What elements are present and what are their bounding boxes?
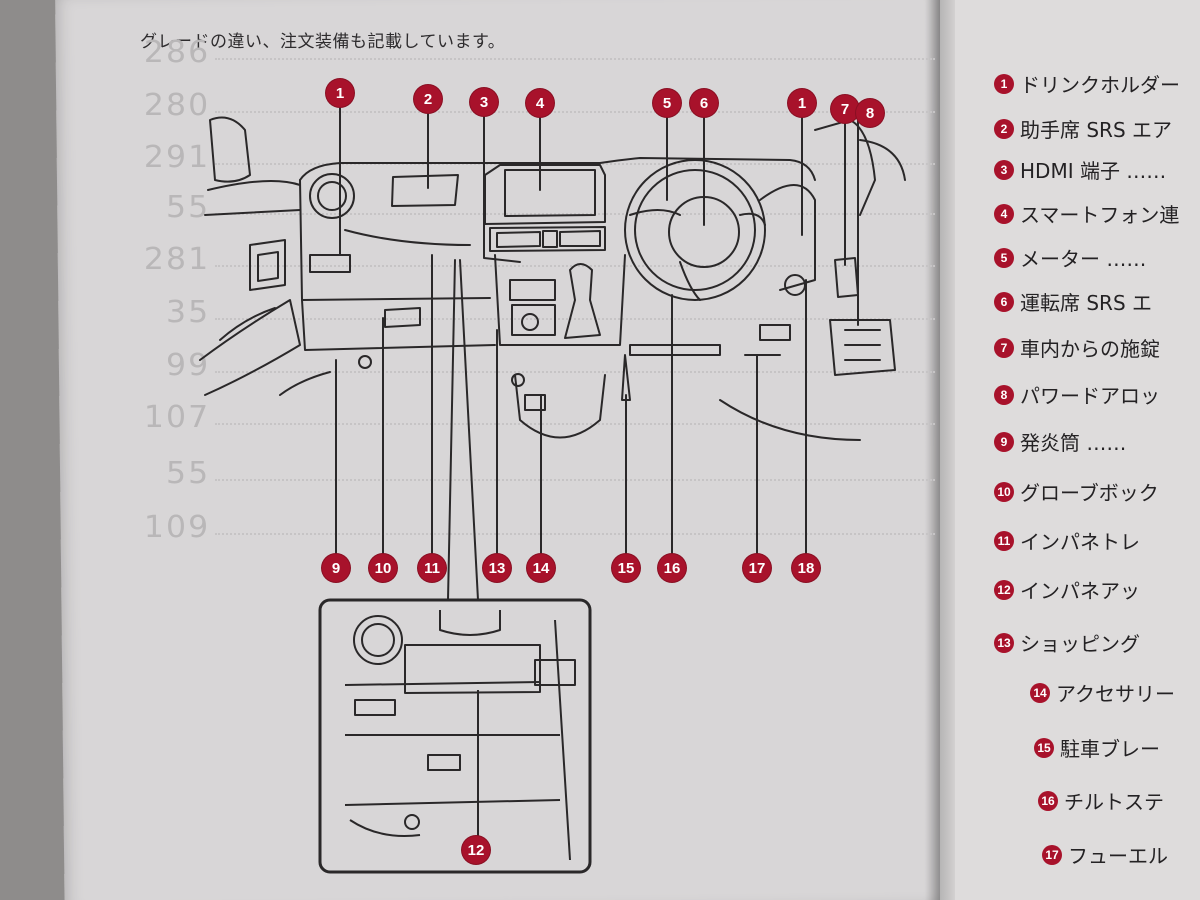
callout-4: 4: [526, 89, 554, 117]
ghost-page-number: 281: [143, 242, 211, 277]
legend-label: メーター ……: [1020, 247, 1147, 271]
callout-1-right: 1: [788, 89, 816, 117]
ghost-leader-line: [215, 318, 935, 320]
legend-label: スマートフォン連: [1020, 203, 1180, 227]
legend-number-badge: 3: [994, 159, 1014, 180]
callout-2: 2: [414, 85, 442, 113]
legend-item: 7 車内からの施錠: [994, 333, 1160, 362]
legend-number-badge: 4: [994, 203, 1014, 224]
legend-label: HDMI 端子 ……: [1020, 159, 1167, 183]
ghost-page-number: 99: [165, 348, 211, 383]
callout-8: 8: [856, 99, 884, 127]
ghost-leader-line: [215, 58, 935, 60]
ghost-leader-line: [215, 479, 935, 481]
ghost-page-number: 35: [165, 295, 211, 330]
legend-item: 3 HDMI 端子 ……: [994, 155, 1166, 184]
ghost-page-number: 55: [165, 456, 211, 491]
legend-number-badge: 14: [1030, 682, 1050, 703]
legend-number-badge: 7: [994, 337, 1014, 358]
ghost-page-number: 109: [143, 510, 211, 545]
ghost-page-number: 107: [143, 400, 211, 435]
legend-item: 8 パワードアロッ: [994, 380, 1160, 409]
callout-6: 6: [690, 89, 718, 117]
callout-14: 14: [527, 554, 555, 582]
ghost-leader-line: [215, 423, 935, 425]
callout-15: 15: [612, 554, 640, 582]
legend-number-badge: 10: [994, 481, 1014, 502]
legend-number-badge: 15: [1034, 737, 1054, 758]
page-gutter: [925, 0, 955, 900]
legend-label: インパネトレ: [1020, 530, 1140, 554]
ghost-leader-line: [215, 111, 935, 113]
right-page: [940, 0, 1200, 900]
ghost-page-number: 286: [143, 35, 211, 70]
legend-label: 運転席 SRS エ: [1020, 291, 1153, 315]
legend-label: アクセサリー: [1056, 682, 1175, 706]
legend-number-badge: 5: [994, 247, 1014, 268]
legend-label: ショッピング: [1020, 632, 1140, 656]
ghost-leader-line: [215, 213, 935, 215]
callout-7: 7: [831, 95, 859, 123]
legend-number-badge: 8: [994, 384, 1014, 405]
legend-label: パワードアロッ: [1020, 384, 1160, 408]
legend-number-badge: 11: [994, 530, 1014, 551]
callout-3: 3: [470, 88, 498, 116]
callout-11: 11: [418, 554, 446, 582]
legend-label: 駐車ブレー: [1060, 737, 1160, 761]
legend-item: 12 インパネアッ: [994, 575, 1140, 604]
legend-item: 15 駐車ブレー: [1034, 733, 1160, 762]
ghost-page-number: 291: [143, 140, 211, 175]
legend-item: 14 アクセサリー: [1030, 678, 1175, 707]
callout-9: 9: [322, 554, 350, 582]
legend-label: グローブボック: [1020, 481, 1159, 505]
legend-number-badge: 1: [994, 73, 1014, 94]
callout-17: 17: [743, 554, 771, 582]
legend-item: 10 グローブボック: [994, 477, 1159, 506]
legend-item: 5 メーター ……: [994, 243, 1146, 272]
callout-10: 10: [369, 554, 397, 582]
legend-number-badge: 13: [994, 632, 1014, 653]
callout-13: 13: [483, 554, 511, 582]
legend-item: 2 助手席 SRS エア: [994, 114, 1172, 143]
page-header-text: グレードの違い、注文装備も記載しています。: [140, 32, 506, 52]
legend-item: 6 運転席 SRS エ: [994, 287, 1152, 316]
legend-number-badge: 16: [1038, 790, 1058, 811]
legend-item: 11 インパネトレ: [994, 526, 1140, 555]
legend-item: 9 発炎筒 ……: [994, 427, 1126, 456]
legend-item: 16 チルトステ: [1038, 786, 1164, 815]
ghost-page-number: 280: [143, 88, 211, 123]
legend-item: 1 ドリンクホルダー: [994, 69, 1180, 98]
callout-1: 1: [326, 79, 354, 107]
legend-item: 13 ショッピング: [994, 628, 1140, 657]
legend-label: ドリンクホルダー: [1020, 73, 1180, 97]
legend-number-badge: 17: [1042, 844, 1062, 865]
legend-label: 車内からの施錠: [1020, 337, 1160, 361]
legend-label: フューエル: [1068, 844, 1168, 868]
legend-label: インパネアッ: [1020, 579, 1140, 603]
legend-number-badge: 12: [994, 579, 1014, 600]
legend-number-badge: 9: [994, 431, 1014, 452]
callout-18: 18: [792, 554, 820, 582]
legend-label: 発炎筒 ……: [1020, 431, 1127, 455]
callout-12: 12: [462, 836, 490, 864]
ghost-page-number: 55: [165, 190, 211, 225]
callout-16: 16: [658, 554, 686, 582]
legend-label: チルトステ: [1064, 790, 1164, 814]
legend-label: 助手席 SRS エア: [1020, 118, 1173, 142]
dashboard-illustration: [199, 107, 906, 874]
legend-item: 4 スマートフォン連: [994, 199, 1179, 228]
legend-number-badge: 2: [994, 118, 1014, 139]
ghost-leader-line: [215, 533, 935, 535]
legend-item: 17 フューエル: [1042, 840, 1168, 869]
callout-5: 5: [653, 89, 681, 117]
legend-number-badge: 6: [994, 291, 1014, 312]
ghost-leader-line: [215, 371, 935, 373]
